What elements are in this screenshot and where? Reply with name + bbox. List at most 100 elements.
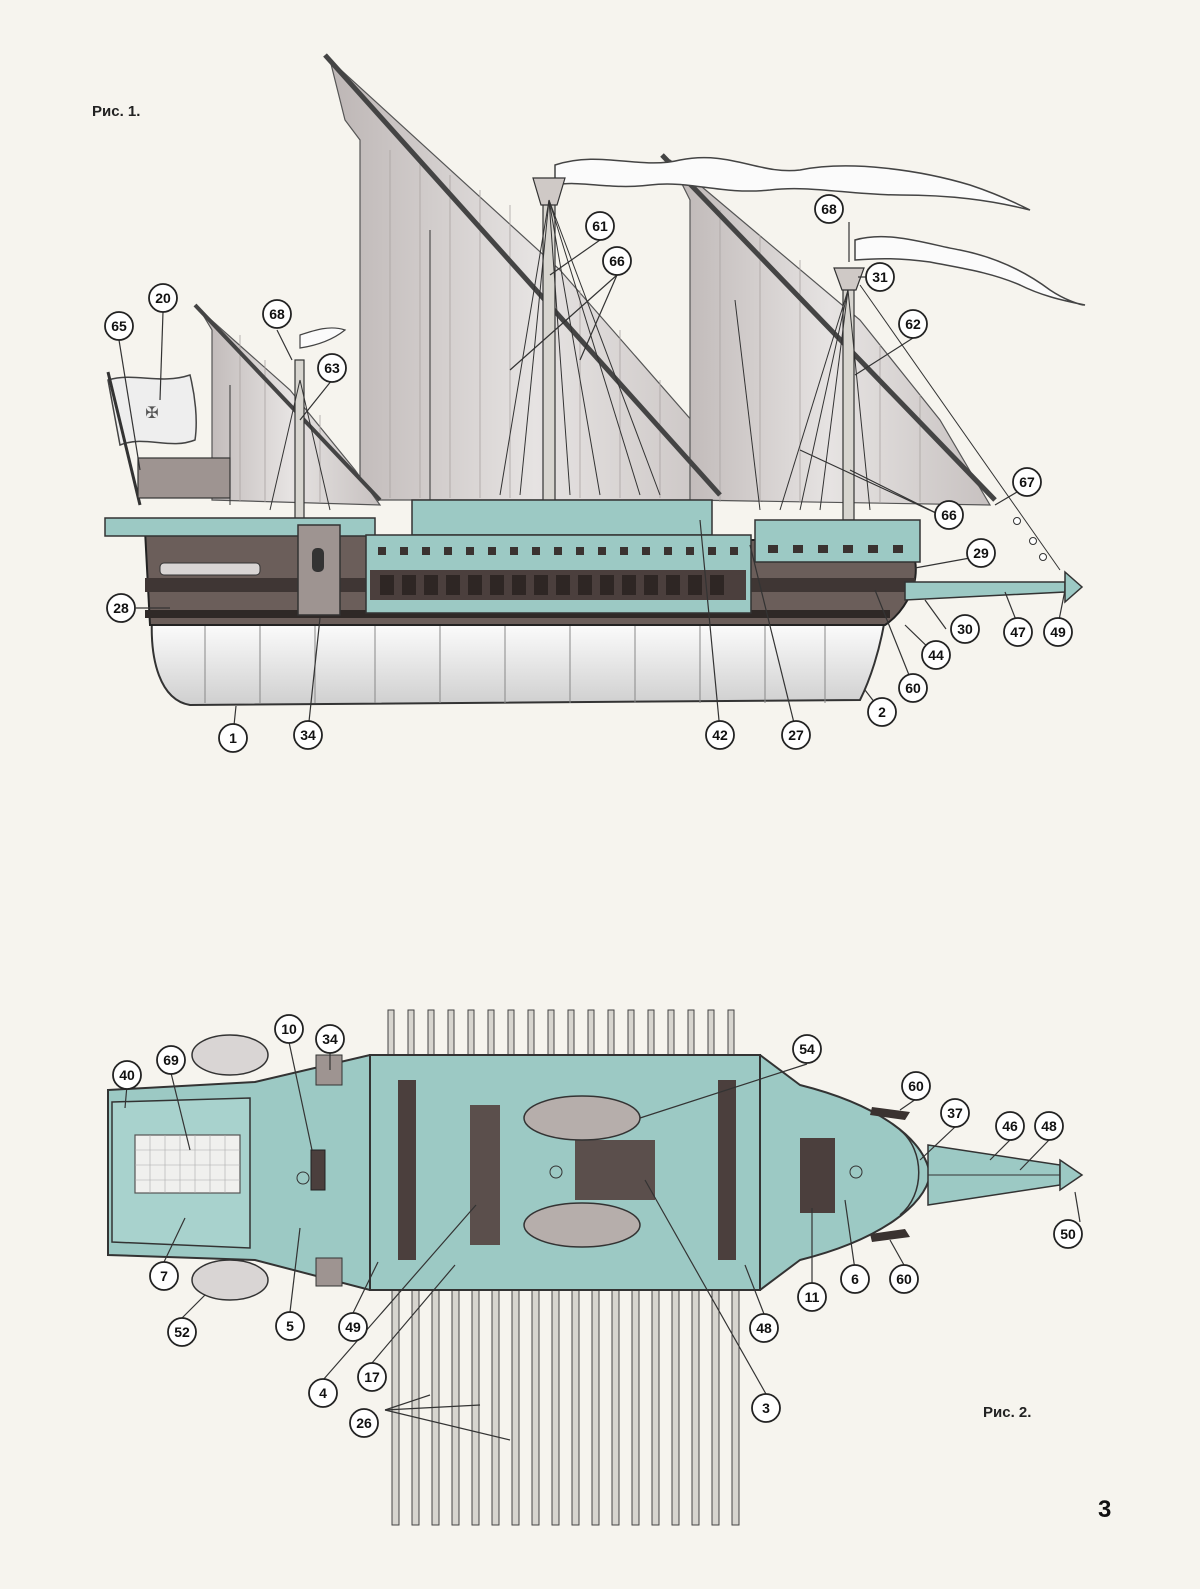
figure-1-callout: 49: [1043, 617, 1073, 647]
figure-1-callout: 42: [705, 720, 735, 750]
figure-2-callout: 52: [167, 1317, 197, 1347]
callout-circle: [934, 500, 964, 530]
bow-grating: [800, 1138, 835, 1213]
figure-1-callout: 66: [934, 500, 964, 530]
callout-number: 5: [286, 1318, 294, 1334]
rigging-block: [1039, 553, 1047, 561]
bow-rail: [899, 1129, 920, 1216]
figure-2-callout: 37: [940, 1098, 970, 1128]
callout-number: 34: [300, 727, 316, 743]
figure-2-callout: 34: [315, 1024, 345, 1054]
callout-circle: [149, 1261, 179, 1291]
callout-circle: [293, 720, 323, 750]
mizzen-step: [310, 1149, 326, 1191]
figure-2-callout: 10: [274, 1014, 304, 1044]
figure-2-callout: 48: [749, 1313, 779, 1343]
figure-1-callout: 1: [218, 723, 248, 753]
callout-number: 40: [119, 1067, 135, 1083]
figure-1-callout: 34: [293, 720, 323, 750]
figure-1-callout: 61: [585, 211, 615, 241]
hatch: [470, 1105, 500, 1245]
callout-number: 42: [712, 727, 728, 743]
callout-number: 66: [609, 253, 625, 269]
callout-number: 26: [356, 1415, 372, 1431]
callout-number: 69: [163, 1052, 179, 1068]
rigging-block: [1029, 537, 1037, 545]
mast-well: [575, 1140, 655, 1200]
ram-tip: [1064, 570, 1084, 604]
figure-1-callout: 2: [867, 697, 897, 727]
callout-number: 7: [160, 1268, 168, 1284]
figure-2-callout: 60: [889, 1264, 919, 1294]
callout-number: 3: [762, 1400, 770, 1416]
main-mast-hole-icon: [549, 1165, 563, 1179]
figure-1-callout: 60: [898, 673, 928, 703]
callout-number: 30: [957, 621, 973, 637]
callout-circle: [966, 538, 996, 568]
callout-circle: [995, 1111, 1025, 1141]
callout-circle: [840, 1264, 870, 1294]
figure-2-top-view: [107, 1009, 1084, 1526]
figure-1-callout: 27: [781, 720, 811, 750]
figure-1-callout: 65: [104, 311, 134, 341]
oars-bottom: [391, 1282, 740, 1526]
figure-2-callout: 48: [1034, 1111, 1064, 1141]
fore-castle: [754, 519, 921, 563]
callout-circle: [274, 1014, 304, 1044]
figure-2-callout: 49: [338, 1312, 368, 1342]
boat: [159, 562, 261, 576]
boat-on-deck-2: [523, 1202, 641, 1248]
callout-circle: [792, 1034, 822, 1064]
callout-circle: [308, 1378, 338, 1408]
callout-circle: [898, 673, 928, 703]
callout-number: 6: [851, 1271, 859, 1287]
callout-circle: [1043, 617, 1073, 647]
fore-mast-hole-icon: [849, 1165, 863, 1179]
callout-number: 20: [155, 290, 171, 306]
figure-1-callout: 31: [865, 262, 895, 292]
figure-2-callout: 3: [751, 1393, 781, 1423]
callout-number: 65: [111, 318, 127, 334]
figure-1-callout: 67: [1012, 467, 1042, 497]
figure-1-callout: 20: [148, 283, 178, 313]
callout-circle: [112, 1060, 142, 1090]
callout-number: 10: [281, 1021, 297, 1037]
callout-number: 68: [269, 306, 285, 322]
callout-number: 60: [905, 680, 921, 696]
callout-circle: [940, 1098, 970, 1128]
callout-circle: [104, 311, 134, 341]
upper-ports: [378, 547, 738, 555]
figure-2-callout: 60: [901, 1071, 931, 1101]
callout-number: 60: [908, 1078, 924, 1094]
figure-2-callout: 69: [156, 1045, 186, 1075]
boat-top-1: [191, 1034, 269, 1076]
callout-number: 54: [799, 1041, 815, 1057]
callout-number: 49: [345, 1319, 361, 1335]
figure-1-callout: 62: [898, 309, 928, 339]
figure-1-callout: 66: [602, 246, 632, 276]
callout-circle: [1003, 617, 1033, 647]
callout-circle: [889, 1264, 919, 1294]
figure-2-callout: 54: [792, 1034, 822, 1064]
callout-circle: [317, 353, 347, 383]
figure-1-callout: 28: [106, 593, 136, 623]
stern-railing: [137, 457, 231, 499]
keel: [150, 617, 887, 707]
figure-2-callout: 5: [275, 1311, 305, 1341]
mizzen-yard: [193, 303, 382, 502]
callout-number: 37: [947, 1105, 963, 1121]
fore-mast-top: [833, 267, 865, 291]
figure-2-callout: 46: [995, 1111, 1025, 1141]
callout-circle: [1053, 1219, 1083, 1249]
callout-circle: [602, 246, 632, 276]
flag-pole: [106, 371, 142, 506]
figure-1-side-view: ✠: [104, 53, 1086, 707]
callout-circle: [585, 211, 615, 241]
rowing-deck-top: [369, 1054, 761, 1291]
callout-number: 34: [322, 1031, 338, 1047]
callout-circle: [148, 283, 178, 313]
tower-top-2: [315, 1257, 343, 1287]
grating: [134, 1134, 241, 1194]
